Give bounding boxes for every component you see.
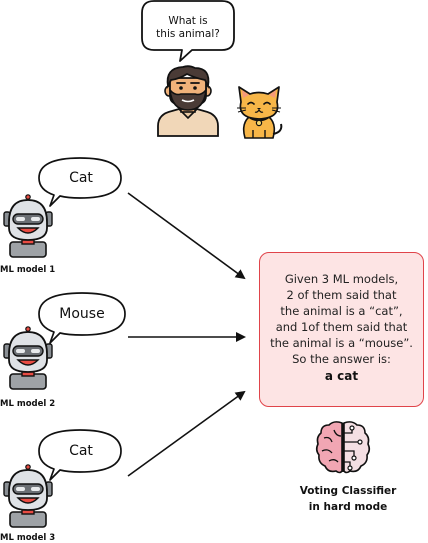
question-line-2: this animal? <box>156 28 220 40</box>
question-bubble <box>141 0 235 62</box>
result-line-2: 2 of them said that <box>286 288 397 302</box>
answer-bubble-1 <box>38 157 122 207</box>
robot-head-icon <box>3 326 53 390</box>
answer-text-1: Cat <box>69 170 93 186</box>
result-line-4: and 1of them said that <box>275 320 408 334</box>
cat-icon <box>237 86 283 139</box>
classifier-line-2: in hard mode <box>308 501 388 513</box>
result-line-5: the animal is a “mouse”. <box>270 336 413 350</box>
result-answer: a cat <box>324 369 359 383</box>
classifier-label: Voting Classifier in hard mode <box>278 483 418 515</box>
model-label-1: ML model 1 <box>0 265 56 275</box>
arrow-model-1 <box>127 192 246 280</box>
result-line-1: Given 3 ML models, <box>284 272 399 286</box>
result-line-6: So the answer is: <box>292 352 391 366</box>
question-text: What is this animal? <box>140 15 236 41</box>
answer-bubble-2 <box>38 292 126 344</box>
model-label-3: ML model 3 <box>0 533 56 543</box>
arrow-model-3 <box>127 390 246 477</box>
robot-head-icon <box>3 194 53 258</box>
robot-head-icon <box>3 464 53 528</box>
classifier-line-1: Voting Classifier <box>299 485 397 497</box>
answer-text-2: Mouse <box>59 306 105 322</box>
result-box: Given 3 ML models, 2 of them said that t… <box>259 252 424 407</box>
brain-icon <box>315 421 371 474</box>
answer-bubble-3 <box>38 429 122 481</box>
model-label-2: ML model 2 <box>0 399 56 409</box>
result-line-3: the animal is a “cat”, <box>280 304 403 318</box>
question-line-1: What is <box>168 15 208 27</box>
man-with-beard-icon <box>157 65 219 137</box>
answer-text-3: Cat <box>69 443 93 459</box>
